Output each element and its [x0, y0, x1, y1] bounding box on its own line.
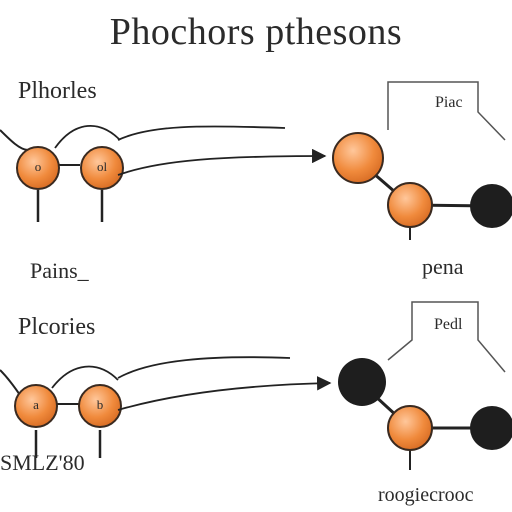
diagram-title: Phochors pthesons [109, 11, 403, 53]
panel-2-right-caption: roogiecrooc [378, 484, 474, 506]
panel-1-box-label: Piac [435, 94, 463, 111]
panel-2-section-label: Plcories [18, 314, 96, 340]
panel-1-left-molecule [0, 125, 124, 222]
panel-2-orange-node-3 [387, 405, 433, 451]
panel-2-left-caption: SMLZ'80 [0, 450, 85, 475]
panel-2-orange-node-2 [78, 384, 122, 428]
panel-1-node-2-label: ol [96, 159, 108, 174]
panel-1-label-box [387, 81, 506, 141]
panel-2-upper-arc [51, 365, 119, 389]
panel-1-left-bond-stub [0, 129, 29, 151]
panel-1-connector-top [117, 125, 286, 141]
panel-2-orange-node-1 [14, 384, 58, 428]
panel-1-arrow [117, 148, 327, 176]
panel-1-orange-node-1 [16, 146, 60, 190]
panel-1-orange-node-4 [387, 182, 433, 228]
panel-2-node-2-label: b [96, 397, 104, 412]
panel-2-right-molecule [338, 301, 512, 470]
panel-1-orange-node-2 [80, 146, 124, 190]
panel-2-left-molecule [0, 365, 122, 458]
panel-1-section-label: Plhorles [18, 78, 97, 104]
panel-2-label-box [387, 301, 506, 373]
panel-2-arrow [117, 376, 332, 411]
panel-2-node-1-label: a [33, 397, 39, 412]
panel-2-dark-node-2 [470, 406, 512, 450]
panel-1-dark-node [470, 184, 512, 228]
panel-2-box-label: Pedl [434, 316, 463, 333]
panel-1-right-molecule [332, 81, 512, 240]
panel-2-dark-node-1 [338, 358, 386, 406]
panel-2-connector-top [117, 356, 291, 379]
panel-1-node-1-label: o [34, 159, 42, 174]
panel-1-upper-arc [54, 125, 121, 149]
panel-1-orange-node-3 [332, 132, 384, 184]
panel-1-left-caption: Pains_ [30, 258, 89, 283]
panel-1-right-caption: penа [422, 254, 464, 279]
